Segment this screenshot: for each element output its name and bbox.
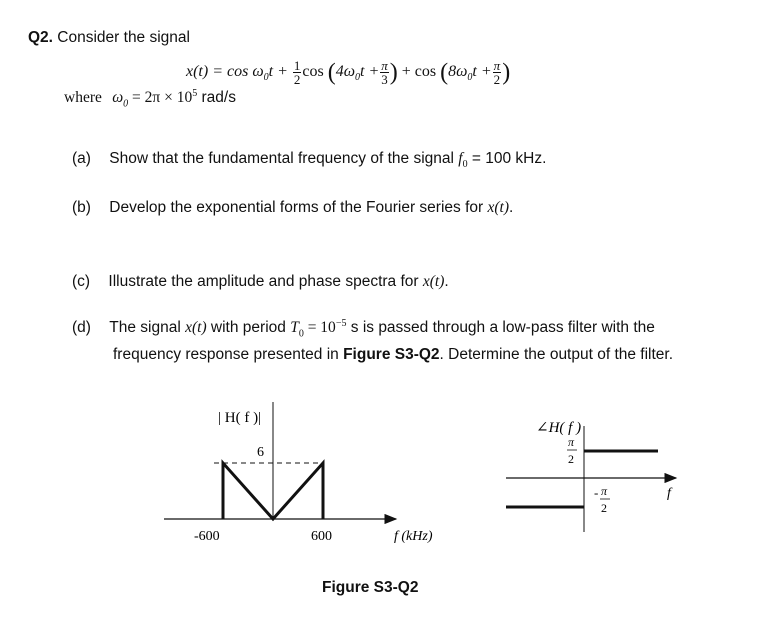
- figure-reference: Figure S3-Q2: [343, 346, 440, 363]
- figure-caption: Figure S3-Q2: [322, 579, 419, 596]
- part-d-line2: frequency response presented in Figure S…: [113, 346, 674, 363]
- mag-peak-label: 6: [257, 445, 264, 460]
- phase-response-plot: ∠H( f ) π 2 - π 2 f: [506, 420, 678, 532]
- question-intro: Consider the signal: [57, 29, 190, 46]
- part-d-label: (d): [72, 319, 91, 337]
- mag-axis-label: f (kHz): [394, 529, 433, 544]
- part-a-label: (a): [72, 150, 91, 167]
- part-b: (b) Develop the exponential forms of the…: [72, 199, 514, 216]
- phase-label: ∠H( f ): [536, 420, 581, 436]
- phase-neg-num: π: [601, 484, 608, 498]
- question-heading: Q2. Consider the signal: [28, 29, 190, 47]
- eq-lhs: x(t) = cos ω: [186, 63, 264, 80]
- mag-tick-pos: 600: [311, 529, 332, 544]
- mag-response-curve: [221, 459, 325, 522]
- question-number: Q2.: [28, 29, 53, 46]
- mag-tick-neg: -600: [194, 529, 220, 544]
- part-c-label: (c): [72, 273, 91, 290]
- part-a: (a) Show that the fundamental frequency …: [72, 150, 547, 171]
- part-b-label: (b): [72, 199, 91, 216]
- where-line: where ω0 = 2π × 105 rad/s: [64, 88, 236, 110]
- phase-neg-den: 2: [601, 501, 607, 515]
- phase-neg-sign: -: [594, 485, 598, 500]
- mag-label: | H( f )|: [218, 410, 261, 426]
- phase-axis-label: f: [667, 486, 673, 501]
- part-d: (d) The signal x(t) with period T0 = 10−…: [72, 318, 655, 340]
- part-c: (c) Illustrate the amplitude and phase s…: [72, 273, 449, 290]
- phase-pos-den: 2: [568, 452, 574, 466]
- phase-pos-num: π: [568, 435, 575, 449]
- magnitude-response-plot: | H( f )| 6 -600 600 f (kHz): [164, 402, 433, 544]
